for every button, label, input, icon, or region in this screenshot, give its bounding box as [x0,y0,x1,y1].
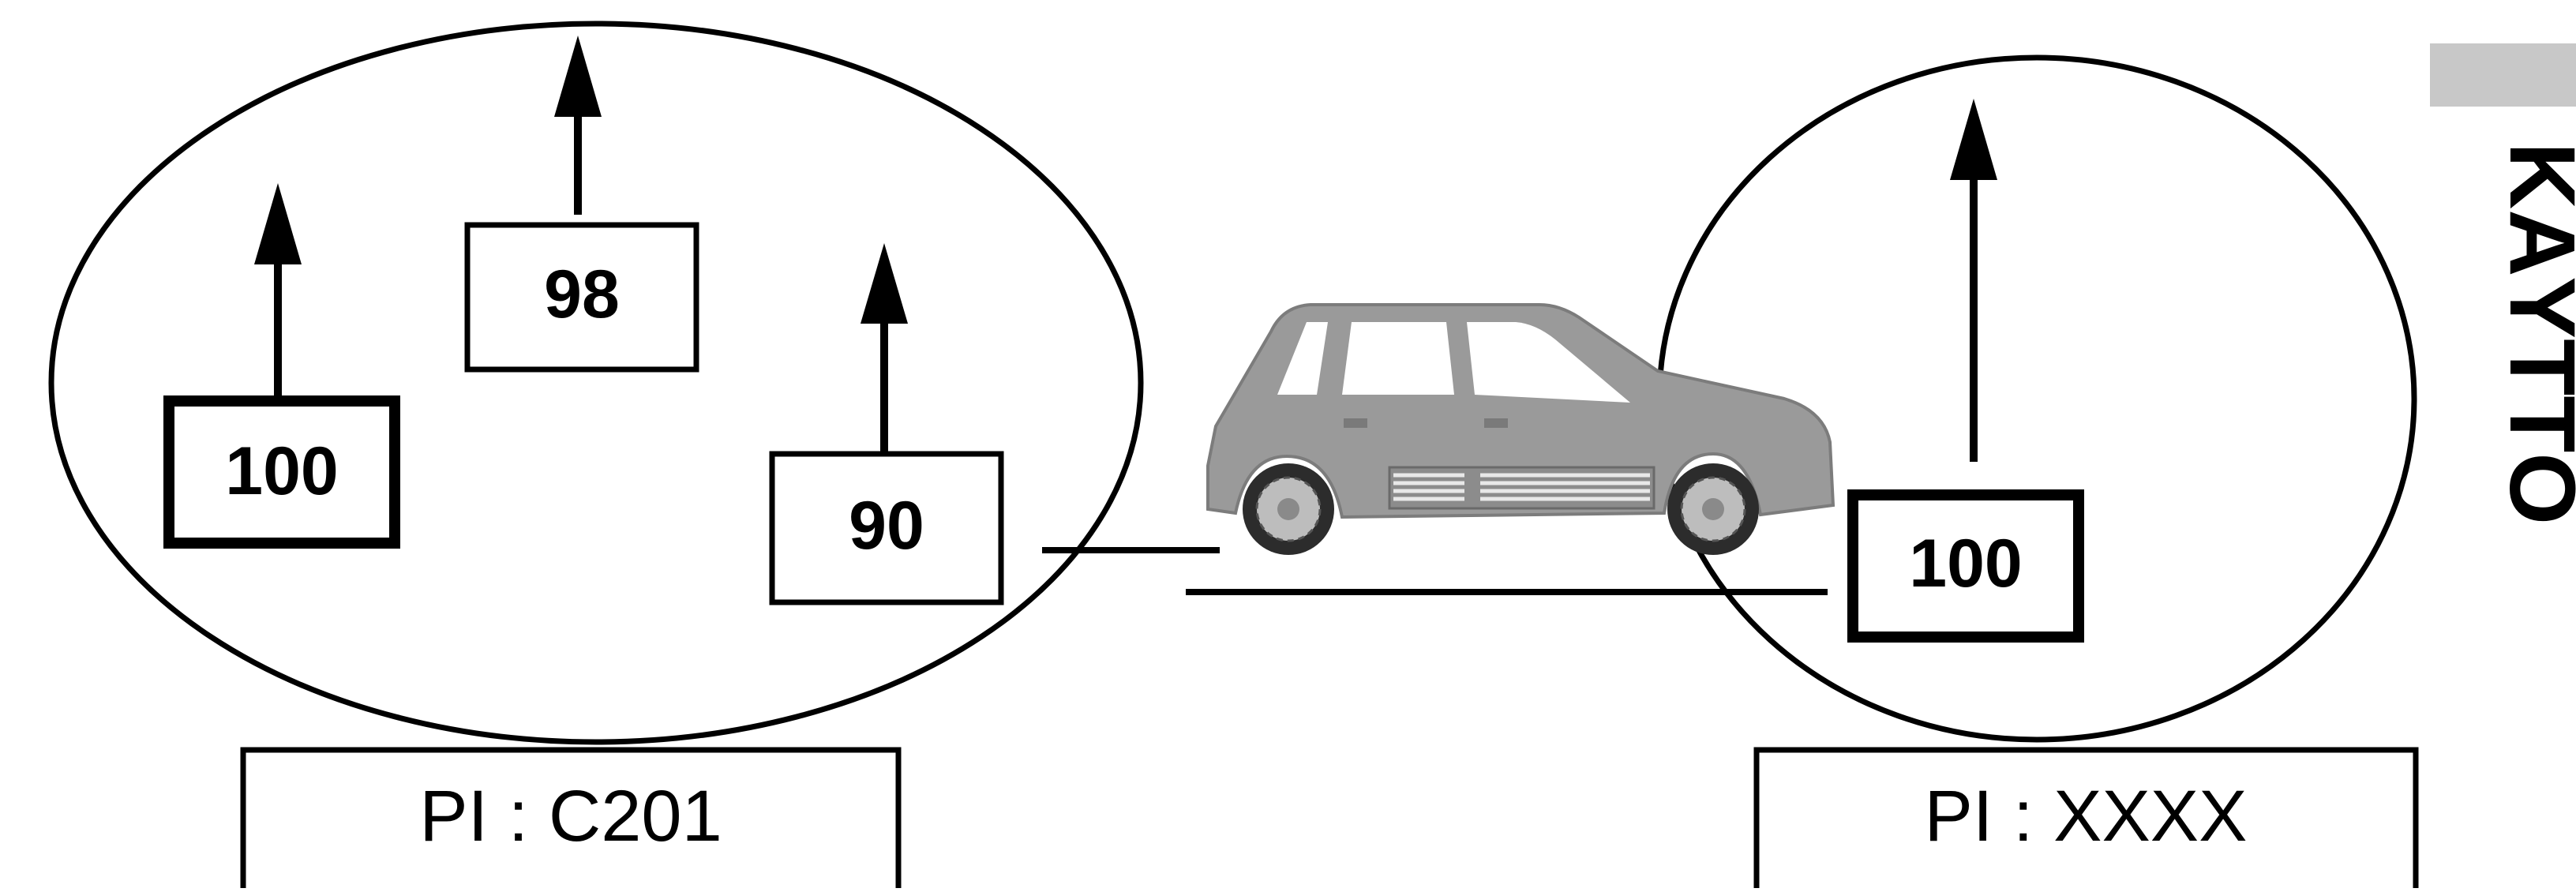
arrow-up-icon [861,243,908,324]
pi-box-left: PI : C201 [240,747,902,892]
arrow-up-icon [1950,99,1997,180]
side-trim [1388,466,1655,510]
signal-strength-label: 98 [544,257,620,332]
signal-strength-label: 100 [1909,526,2023,602]
wheel-front [1667,463,1759,555]
arrow-up-icon [254,183,302,264]
arrow-up-icon [554,36,602,117]
pi-box-right: PI : XXXX [1753,747,2419,892]
door-handle [1344,418,1367,428]
side-tab [2430,43,2576,107]
transmitter-left-3: 90 [769,243,1004,605]
signal-strength-label: 90 [849,488,924,564]
signal-box [464,222,699,373]
car-window-middle [1342,322,1454,395]
signal-strength-label: 100 [225,433,339,509]
car-window-front [1467,322,1630,403]
pi-code-left: PI : C201 [419,776,722,856]
signal-box [769,451,1004,605]
door-handle [1484,418,1508,428]
wheel-rear [1243,463,1334,555]
transmitter-left-1: 100 [163,183,400,549]
signal-box [163,395,400,549]
transmitter-left-2: 98 [464,36,699,373]
left-reception-area [48,21,1144,745]
pi-code-right: PI : XXXX [1924,776,2247,856]
transmitter-right: 100 [1847,99,2084,643]
car-window-rear [1277,322,1328,395]
car-icon [1206,303,1835,555]
signal-box [1847,489,2084,643]
side-tab-label: KÄYTTÖ [2490,142,2576,525]
